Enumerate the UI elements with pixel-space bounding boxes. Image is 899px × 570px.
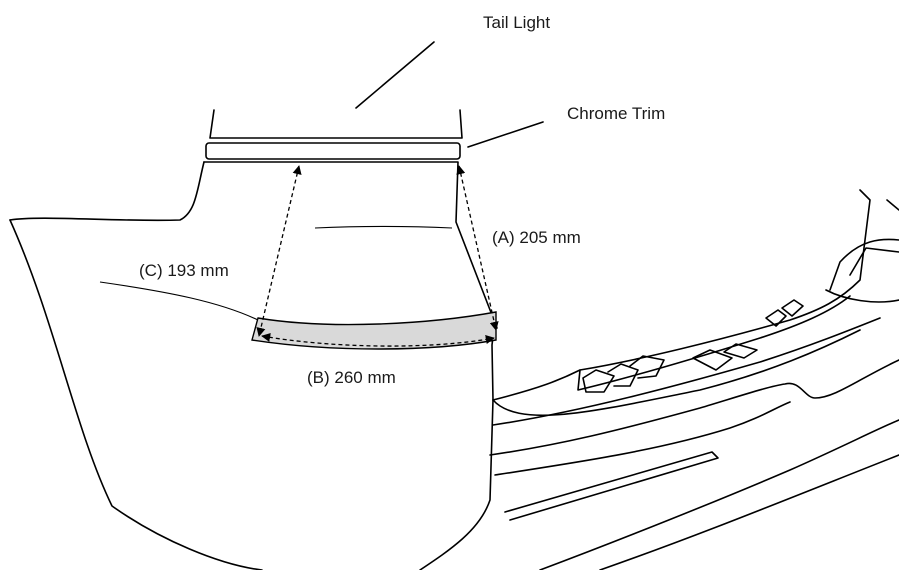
dimension-a-label: (A) 205 mm (492, 228, 581, 247)
tail-light-shape (209, 109, 463, 139)
dimension-c-arrow (256, 165, 302, 337)
tail-light-leader-line (355, 41, 435, 109)
dimension-c-label: (C) 193 mm (139, 261, 229, 280)
chrome-trim-leader-line (467, 121, 544, 148)
body-crease-line (99, 281, 259, 321)
bumper-outline (9, 161, 899, 570)
chrome-trim-label: Chrome Trim (567, 104, 665, 123)
body-highlight-line (314, 225, 453, 229)
dimension-a-arrow (456, 165, 499, 331)
chrome-trim-shape (205, 142, 461, 160)
tail-light-label: Tail Light (483, 13, 550, 32)
dimension-b-label: (B) 260 mm (307, 368, 396, 387)
